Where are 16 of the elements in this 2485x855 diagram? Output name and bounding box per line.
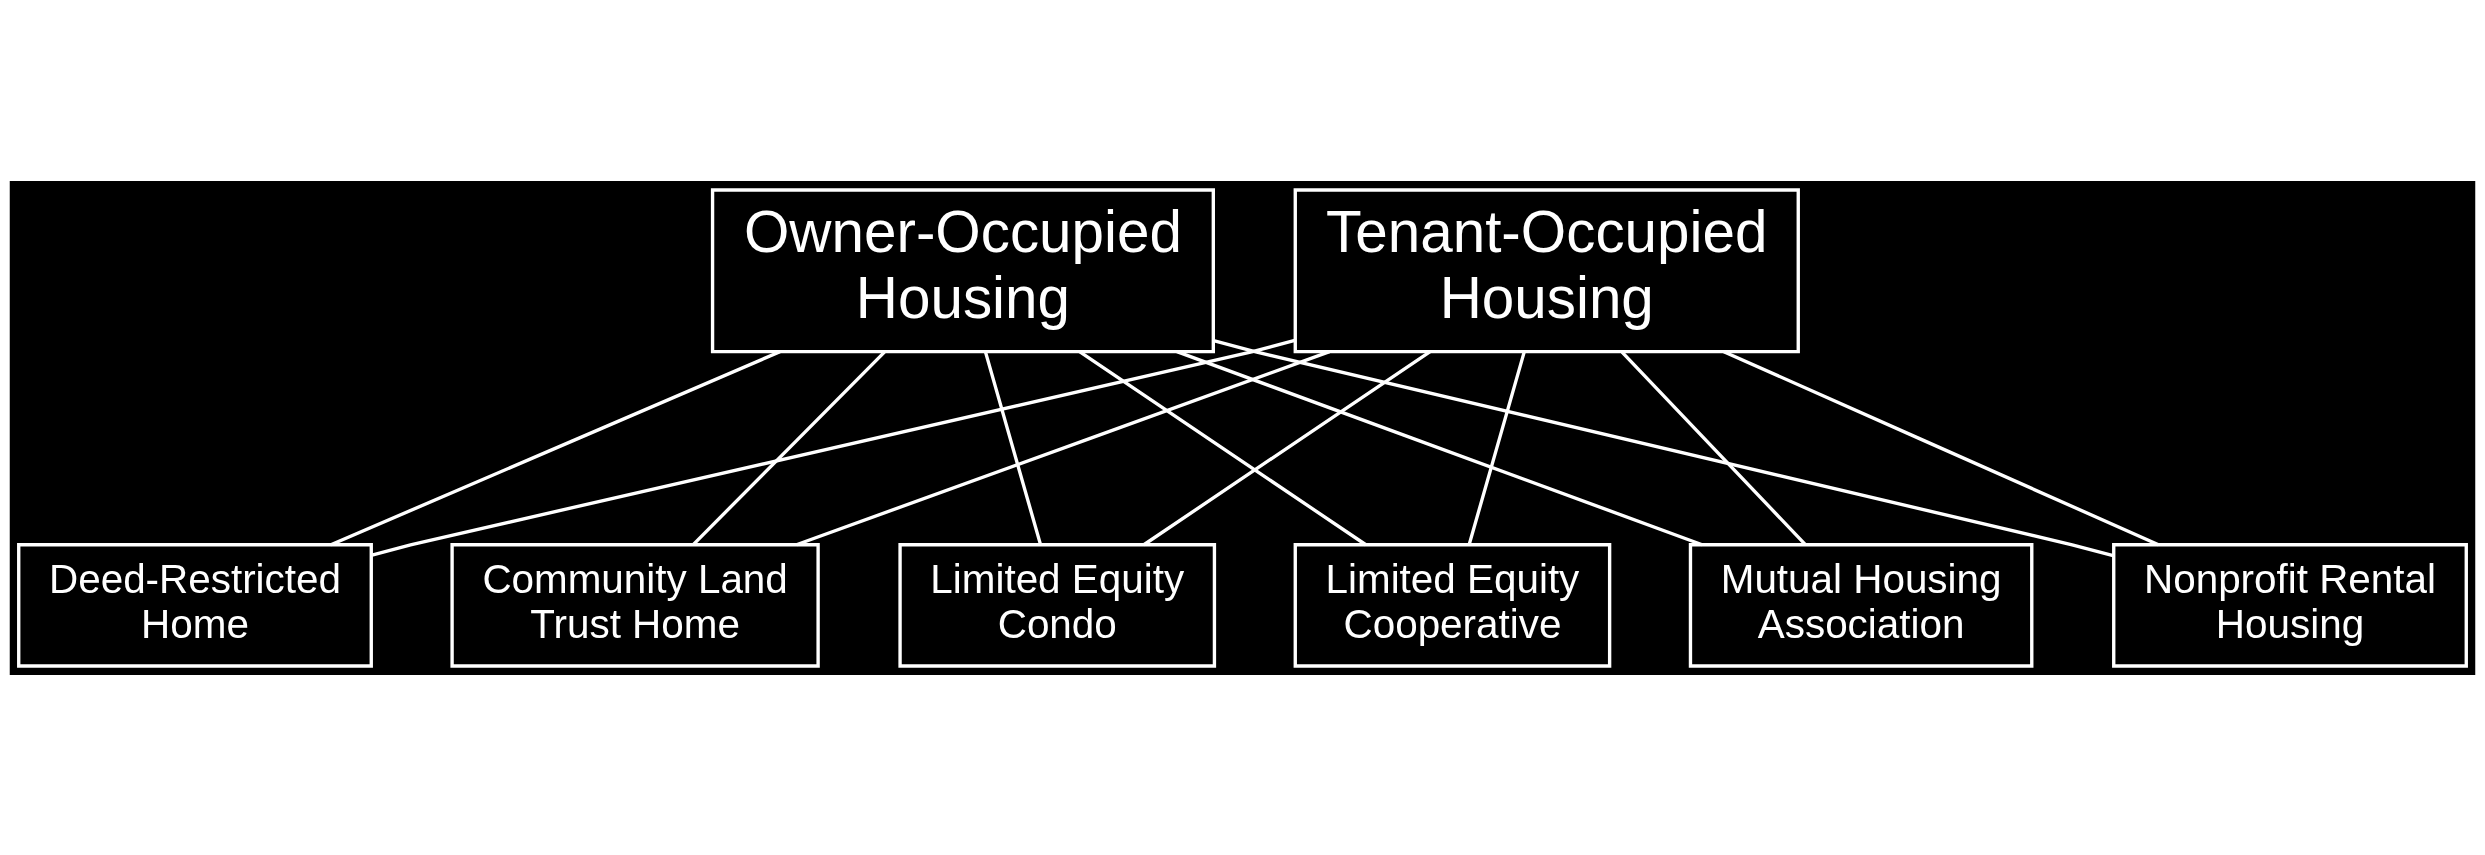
connector [1078,349,1367,546]
node-box: Community Land Trust Home [450,542,820,668]
connector [1467,351,1526,545]
node-box: Limited Equity Cooperative [1293,542,1612,668]
node-box: Nonprofit Rental Housing [2112,542,2468,668]
connector [983,351,1043,545]
node-box: Mutual Housing Association [1688,542,2034,668]
connector [692,350,886,546]
connector [1620,350,1807,545]
connector [371,338,1296,557]
node-box: Limited Equity Condo [898,542,1217,668]
connector [1213,338,2114,557]
node-box: Deed-Restricted Home [17,542,373,668]
connector [1142,349,1432,546]
node-box: Tenant-Occupied Housing [1293,187,1800,353]
node-box: Owner-Occupied Housing [710,187,1215,353]
